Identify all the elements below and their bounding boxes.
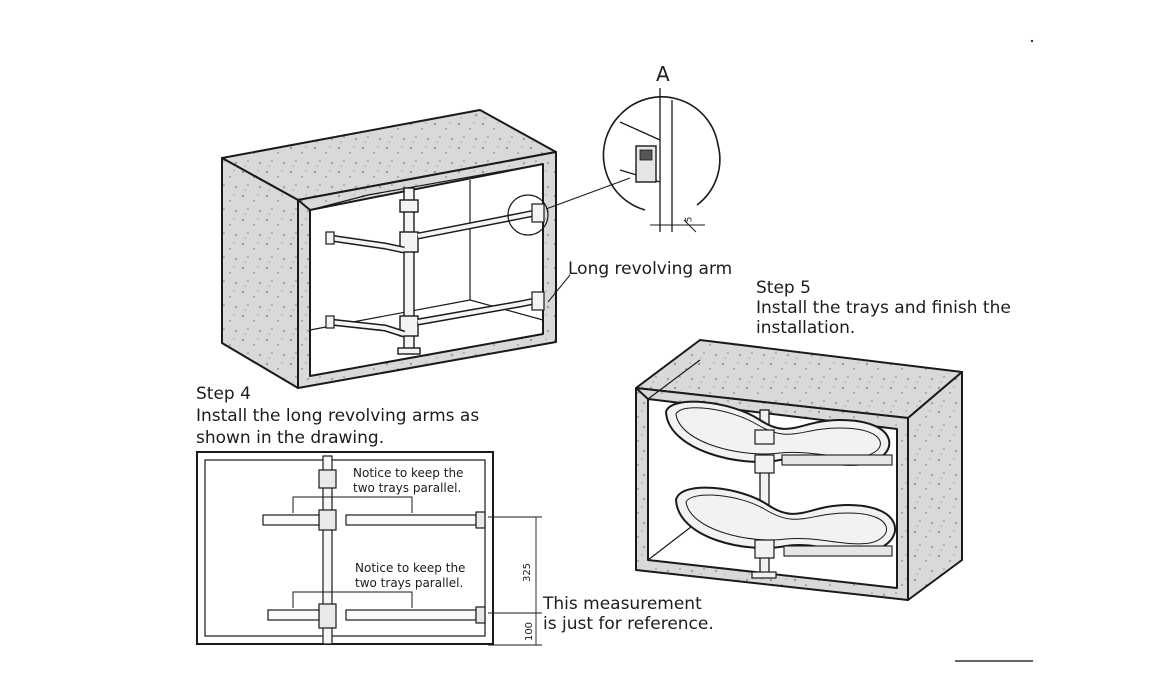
dimension-325: 325 — [522, 562, 534, 583]
long-arm-label: Long revolving arm — [568, 259, 733, 279]
notice-top-line1: Notice to keep the — [353, 466, 464, 480]
plan-pole — [322, 455, 333, 645]
bottom-cabinet — [635, 339, 963, 601]
plan-outer-frame — [196, 451, 494, 645]
plan-upper-right-arm — [345, 514, 477, 526]
reference-line1: This measurement — [543, 594, 702, 614]
plan-lower-left-arm — [267, 609, 320, 621]
step5-title: Step 5 — [756, 278, 811, 298]
dimension-100: 100 — [524, 621, 536, 642]
notice-bottom-line1: Notice to keep the — [355, 561, 466, 575]
detail-label-a: A — [656, 62, 670, 86]
plan-upper-left-arm — [262, 514, 320, 526]
plan-inner-frame — [204, 459, 486, 637]
top-revolving-assembly — [325, 187, 545, 355]
plan-view — [196, 451, 542, 646]
long-arm-leader — [547, 274, 571, 303]
tray-right-rail-upper — [781, 454, 893, 466]
reference-line2: is just for reference. — [543, 614, 714, 634]
notice-bottom-line2: two trays parallel. — [355, 576, 464, 590]
top-cabinet — [221, 109, 557, 389]
detail-dim-label: 5 — [684, 216, 695, 223]
tray-right-rail-lower — [783, 545, 893, 557]
notice-top-line2: two trays parallel. — [353, 481, 462, 495]
step5-line2: installation. — [756, 318, 856, 338]
step4-title: Step 4 — [196, 384, 251, 404]
step4-line2: shown in the drawing. — [196, 428, 385, 448]
plan-lower-right-arm — [345, 609, 477, 621]
bottom-tray-assembly — [664, 400, 897, 579]
step5-line1: Install the trays and finish the — [756, 298, 1011, 318]
detail-view-a — [507, 88, 721, 236]
step4-line1: Install the long revolving arms as — [196, 406, 480, 426]
lower-tray — [674, 486, 897, 553]
